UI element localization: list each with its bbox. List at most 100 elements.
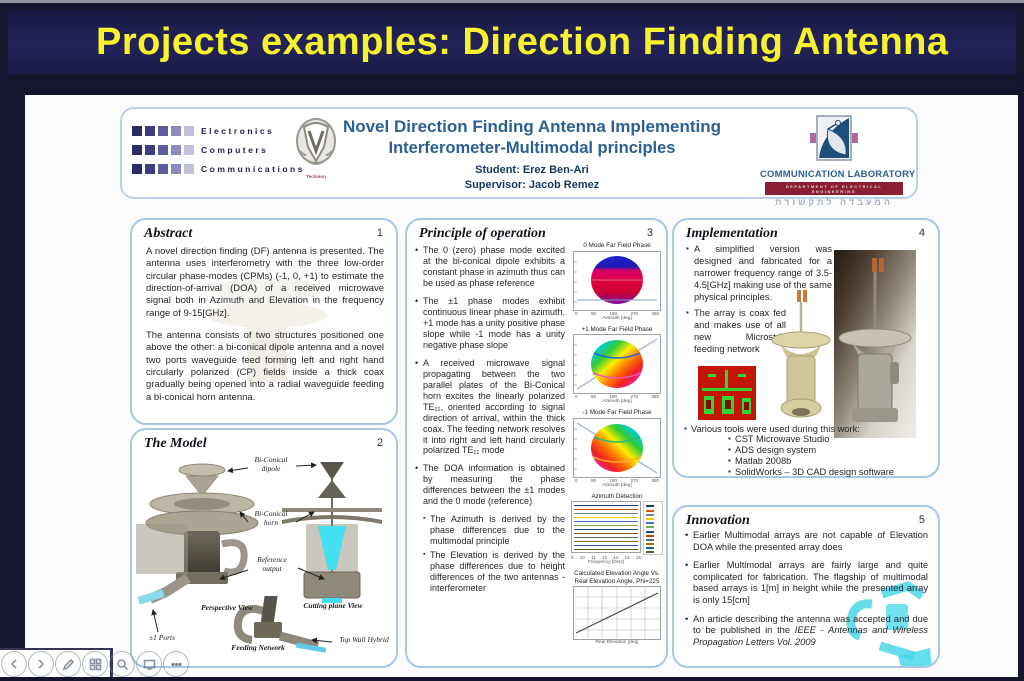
principle-bullets: The 0 (zero) phase mode excited at the b… <box>415 245 565 597</box>
all-slides-button[interactable] <box>82 651 108 677</box>
principle-bullet-3: A received microwave signal propagating … <box>415 358 565 457</box>
principle-bullet-1: The 0 (zero) phase mode excited at the b… <box>415 245 565 289</box>
antenna-cad-drawing <box>136 462 382 653</box>
abstract-watermark <box>207 278 327 382</box>
principle-sub-bullet-1: The Azimuth is derived by the phase diff… <box>423 514 565 547</box>
poster-header: Electronics Computers Communications Tec… <box>120 107 918 207</box>
section-implementation: Implementation 4 A simplified version wa… <box>672 218 940 478</box>
zoom-icon <box>116 658 128 670</box>
cad-antenna-shape <box>771 290 831 418</box>
right-frame-edge <box>1018 74 1024 681</box>
plot-modeM1-title: -1 Mode Far Field Phase <box>582 409 652 417</box>
implementation-bullet-2: The array is coax fed and makes use of a… <box>686 308 786 356</box>
slide-title: Projects examples: Direction Finding Ant… <box>96 20 949 63</box>
model-number: 2 <box>376 437 383 449</box>
tools-intro: Various tools were used during this work… <box>684 424 934 434</box>
model-title: The Model <box>144 436 207 451</box>
principle-number: 3 <box>646 227 653 239</box>
label-biconical-horn: Bi-Conical horn <box>254 509 288 527</box>
plot-azimuth-lines <box>571 501 641 554</box>
abstract-paragraph-1: A novel direction finding (DF) antenna i… <box>146 246 384 319</box>
pen-annotate-button[interactable] <box>55 651 81 677</box>
principle-bullet-2: The ±1 phase modes exhibit continuous li… <box>415 296 565 351</box>
label-reference-output: Reference output <box>257 555 287 573</box>
poster-title-block: Novel Direction Finding Antenna Implemen… <box>312 117 752 191</box>
previous-slide-button[interactable] <box>1 651 27 677</box>
plot-modeM1-xlabel: Azimuth [deg] <box>602 482 632 488</box>
plot-modeP1-title: +1 Mode Far Field Phase <box>581 325 653 333</box>
window-top-edge <box>0 0 1024 3</box>
innovation-number: 5 <box>918 514 925 526</box>
plot-elevation-xlabel: Real Elevation [deg] <box>595 640 639 646</box>
plot-modeP1-surface <box>574 338 658 390</box>
slideshow-toolbar <box>1 651 190 677</box>
principle-title: Principle of operation <box>419 226 546 241</box>
plot-modeM1-surface <box>574 422 658 474</box>
poster-title-line2: Interferometer-Multimodal principles <box>388 139 676 157</box>
abstract-number: 1 <box>376 227 383 239</box>
innovation-bullet-2: Earlier Multimodal arrays are fairly lar… <box>684 560 928 606</box>
ecc-line-computers: Computers <box>201 144 269 155</box>
plot-modeP1-xlabel: Azimuth [deg] <box>602 399 632 405</box>
plot-mode0-surface <box>574 255 657 304</box>
photo-antenna-shape <box>838 258 912 422</box>
innovation-bullet-3: An article describing the antenna was ac… <box>684 614 928 649</box>
next-slide-button[interactable] <box>28 651 54 677</box>
fabricated-antenna-photo <box>834 250 916 438</box>
ecc-line-communications: Communications <box>201 163 305 174</box>
pcb-shape <box>698 366 756 420</box>
label-feeding-network: Feeding Network <box>231 643 285 652</box>
model-figure: Bi-Conical dipole Bi-Conical horn Refere… <box>136 452 396 666</box>
principle-bullet-4: The DOA information is obtained by measu… <box>415 463 565 507</box>
slide-canvas[interactable]: Electronics Computers Communications Tec… <box>25 95 1018 677</box>
implementation-title: Implementation <box>686 226 778 241</box>
section-abstract: Abstract 1 A novel direction finding (DF… <box>130 218 398 425</box>
plot-elevation-title: Calculated Elevation Angle Vs. Real Elev… <box>574 570 660 585</box>
abstract-paragraph-2: The antenna consists of two structures p… <box>146 330 384 403</box>
label-perspective-view: Perspective View <box>201 603 253 612</box>
bottom-frame-edge <box>0 677 1024 681</box>
innovation-bullets: Earlier Multimodal arrays are not capabl… <box>684 530 928 655</box>
commlab-hebrew: המעבדה לתקשורת <box>775 197 893 207</box>
section-model: The Model 2 <box>130 428 398 668</box>
plot-azimuth-xlabel: Frequency [GHz] <box>587 560 625 566</box>
more-icon <box>170 662 182 666</box>
principle-plots: 0 Mode Far Field Phase <box>569 242 665 650</box>
technion-label: Technion <box>306 174 326 179</box>
plot-azimuth-legend <box>643 501 663 556</box>
abstract-title: Abstract <box>144 226 193 241</box>
label-cutting-plane-view: Cutting plane View <box>303 601 363 610</box>
plot-azimuth-title: Azimuth Detection <box>591 492 643 500</box>
slide-title-band: Projects examples: Direction Finding Ant… <box>8 10 1016 74</box>
display-settings-button[interactable] <box>136 651 162 677</box>
section-innovation: Innovation 5 Earlier Multimodal arrays a… <box>672 505 940 668</box>
plot-modeM1: -1 Mode Far Field Phase <box>569 409 665 488</box>
innovation-bullet-3-citation: IEEE - Antennas and Wireless Propagation… <box>693 625 928 647</box>
plot-elevation-line <box>574 587 660 640</box>
slide-grid-icon <box>89 658 101 670</box>
technion-logo: Technion <box>292 117 340 179</box>
implementation-number: 4 <box>918 227 925 239</box>
innovation-bullet-3-text: An article describing the antenna was ac… <box>693 613 928 636</box>
innovation-title: Innovation <box>686 513 750 528</box>
plot-elevation: Calculated Elevation Angle Vs. Real Elev… <box>569 570 665 645</box>
zoom-slide-button[interactable] <box>109 651 135 677</box>
abstract-body: A novel direction finding (DF) antenna i… <box>146 246 384 404</box>
poster-title-line1: Novel Direction Finding Antenna Implemen… <box>342 117 722 136</box>
commlab-name: COMMUNICATION LABORATORY <box>760 169 916 180</box>
section-principle: Principle of operation 3 The 0 (zero) ph… <box>405 218 668 668</box>
monitor-icon <box>143 659 155 670</box>
plot-mode0-xlabel: Azimuth [deg] <box>602 315 632 321</box>
poster-supervisor: Supervisor: Jacob Remez <box>464 179 600 191</box>
tool-item-3: Matlab 2008b <box>728 456 934 467</box>
plot-mode0-title: 0 Mode Far Field Phase <box>583 242 651 249</box>
principle-sub-bullet-2: The Elevation is derived by the phase di… <box>423 550 565 594</box>
tool-item-1: CST Microwave Studio <box>728 434 934 445</box>
plot-modeP1: +1 Mode Far Field Phase <box>569 325 665 405</box>
tool-item-2: ADS design system <box>728 445 934 456</box>
pen-icon <box>62 658 74 670</box>
previous-icon <box>10 659 17 669</box>
technion-emblem-icon <box>296 118 336 166</box>
more-options-button[interactable] <box>163 651 189 677</box>
